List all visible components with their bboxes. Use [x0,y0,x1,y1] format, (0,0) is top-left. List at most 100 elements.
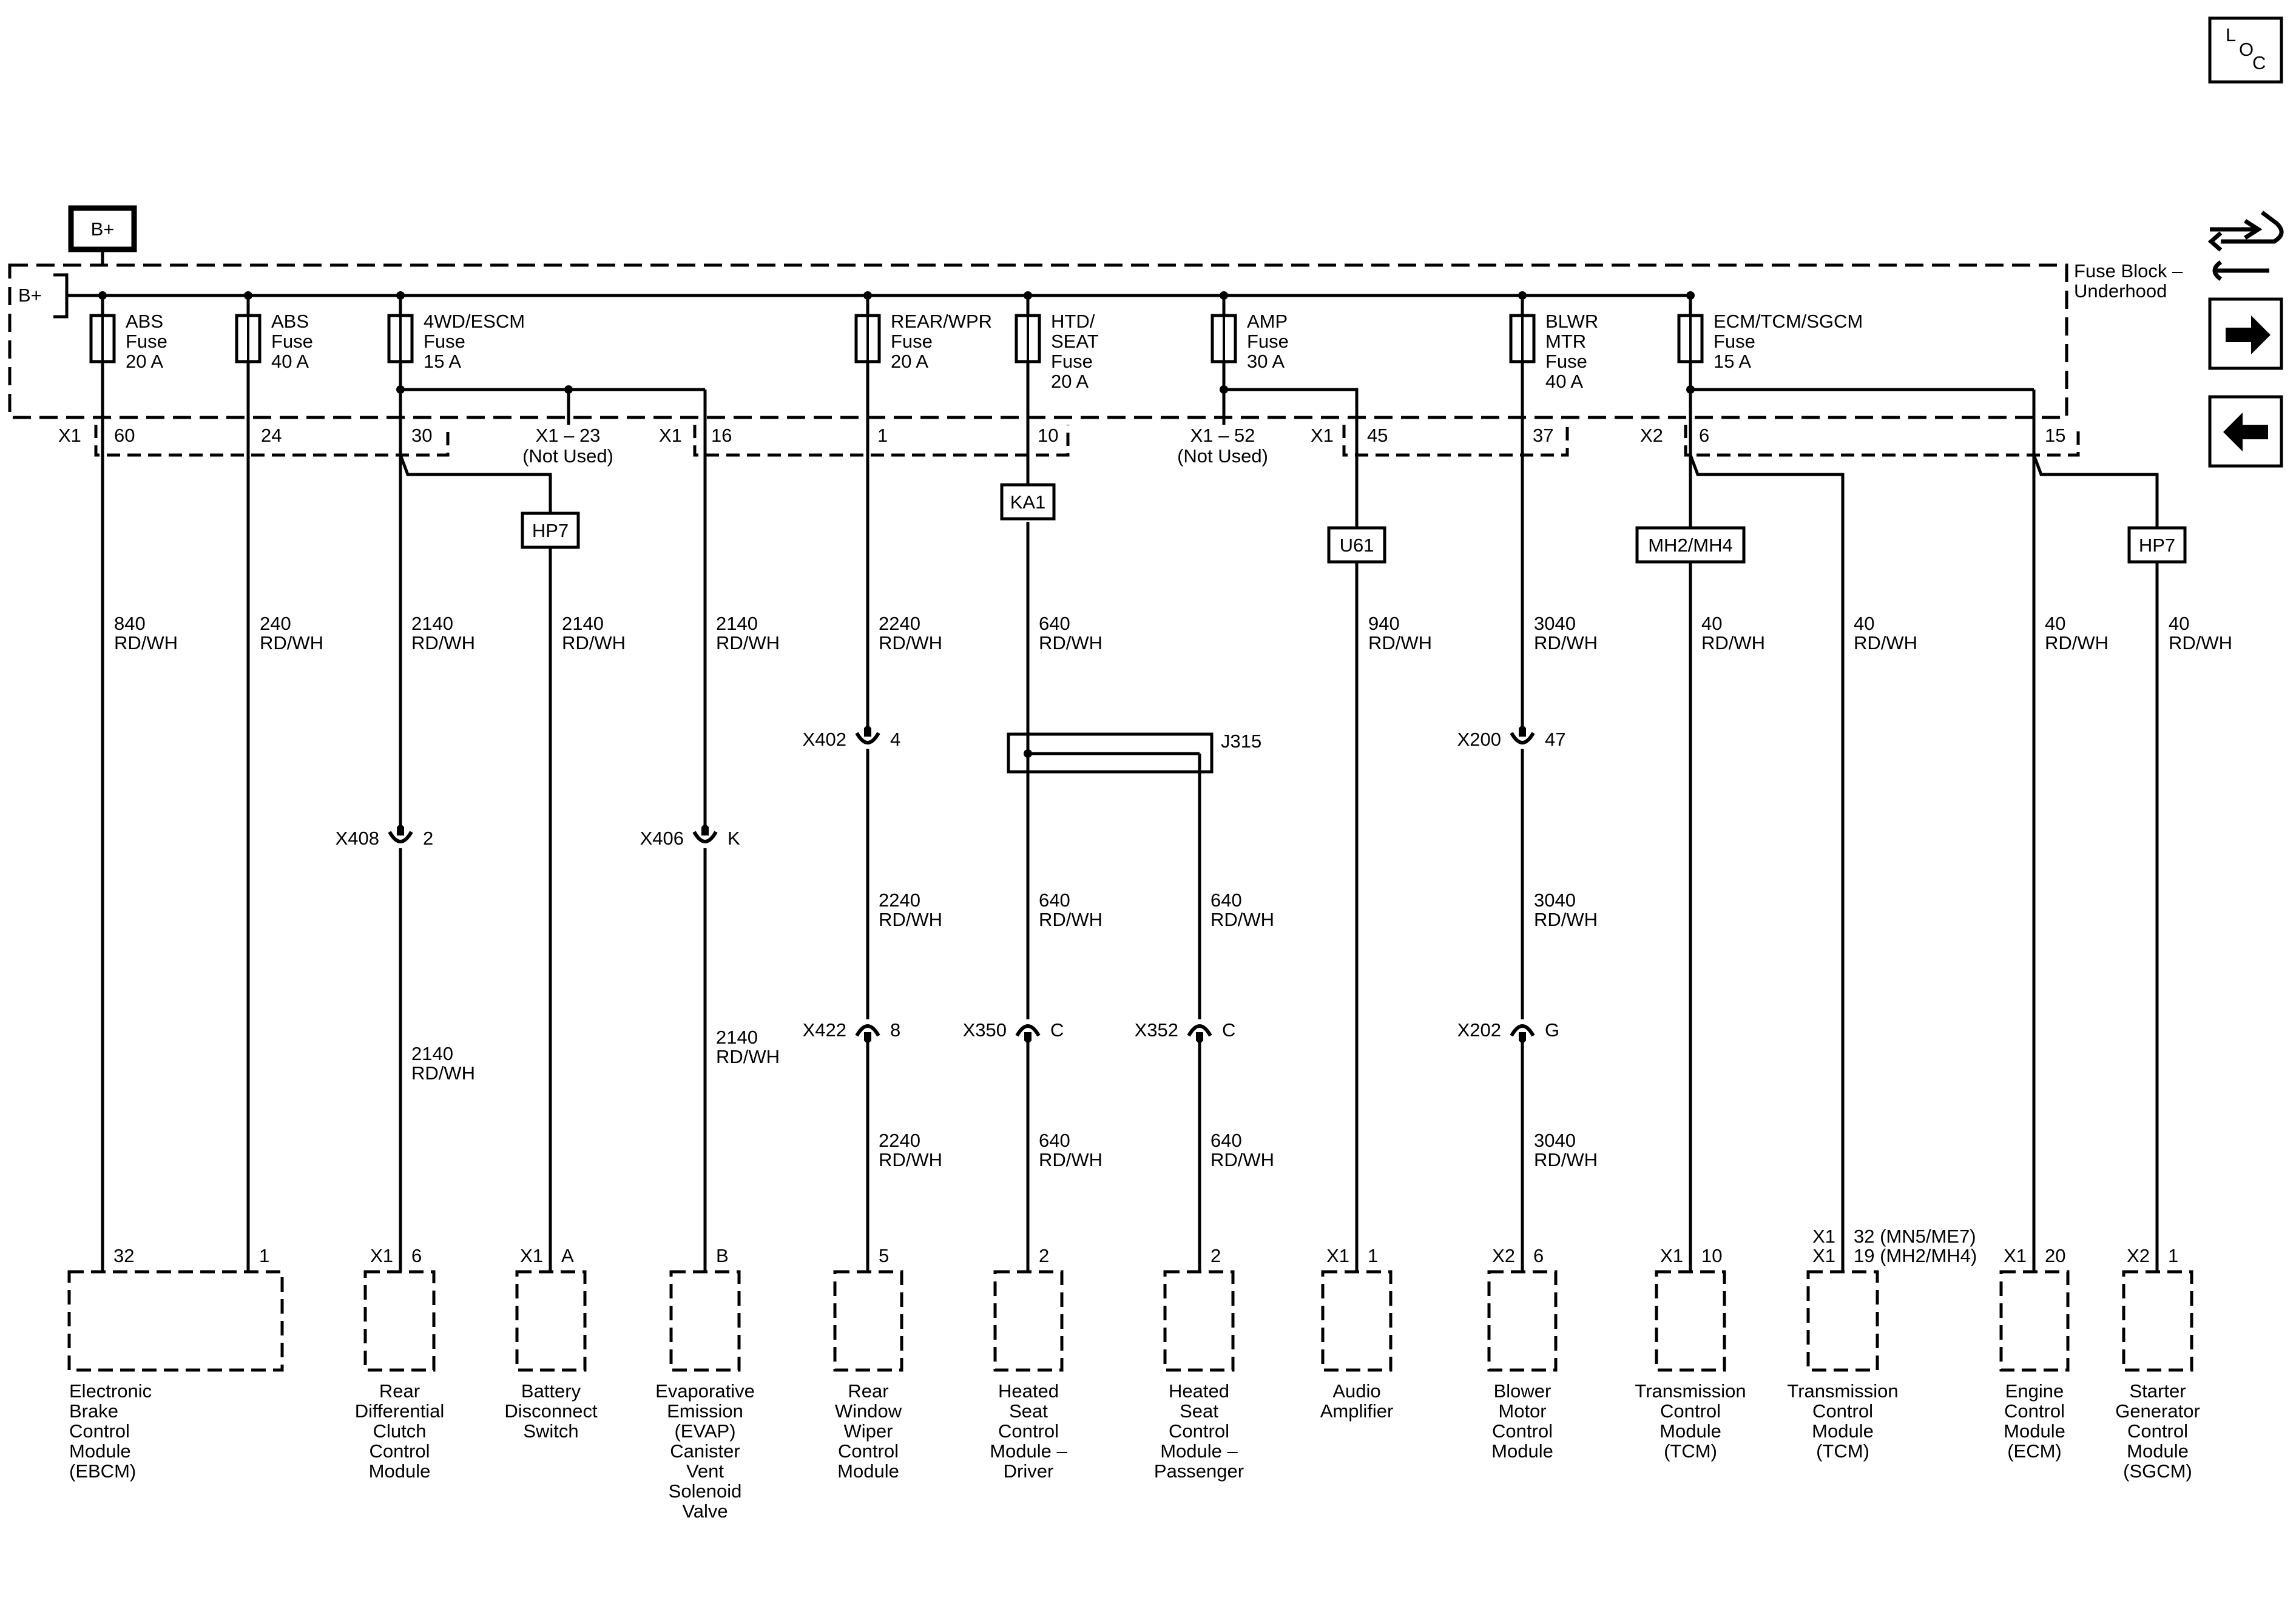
inline-connector-id: X422 [803,1019,846,1041]
component-name: Rear [379,1380,420,1402]
wire-circuit-number: 2240 [879,890,920,911]
wire-circuit-number: 2240 [879,613,920,634]
pin-number: 2 [1039,1245,1049,1266]
connector-pin-label: X1 – 23 [536,425,601,446]
connector-pin-label: 6 [1699,425,1709,446]
pin-number: 32 (MN5/ME7) [1854,1226,1976,1247]
component-name: Module [2127,1440,2189,1462]
pin-number: B [716,1245,729,1266]
option-box: KA1 [1000,483,1056,521]
pin-number: A [561,1245,574,1266]
fuse-label: Fuse [126,331,167,352]
bplus-supply: B+ [68,205,137,266]
fuse-label: 20 A [891,351,928,372]
wire-color: RD/WH [879,909,942,930]
next-page-button[interactable] [2208,297,2283,370]
component-name: Control [1660,1400,1721,1422]
fuse-label: 4WD/ESCM [424,311,525,332]
pin-connector: X1 [1660,1245,1683,1266]
inline-connector-id: X350 [963,1019,1007,1041]
wire-circuit-number: 640 [1210,1130,1242,1151]
wire-circuit-number: 2140 [411,1043,453,1064]
component-name: Control [69,1420,130,1442]
component-name: Module [837,1460,899,1482]
fuse-label: Fuse [1545,351,1587,372]
fuse-block-connectors [94,425,2080,457]
wire-color: RD/WH [411,1062,475,1084]
inline-connector-pin: 8 [890,1019,900,1041]
loc-button[interactable]: L O C [2208,16,2283,84]
fuse-label: 20 A [126,351,163,372]
connector-pin-label: 1 [877,425,888,446]
wire-circuit-number: 640 [1039,613,1070,634]
fuse-label: ABS [126,311,163,332]
fuse-label: 30 A [1247,351,1285,372]
component-name: Heated [998,1380,1059,1402]
connector-pin-label: (Not Used) [1177,445,1268,467]
wire-color: RD/WH [1534,632,1598,653]
fuse-label: SEAT [1051,331,1099,352]
splice-pack-j315: J315 [1007,731,1261,774]
wire-color: RD/WH [2045,632,2109,653]
fuse-label: ABS [271,311,309,332]
previous-page-button[interactable] [2208,395,2283,468]
fuse-label: ECM/TCM/SGCM [1714,311,1863,332]
pin-connector: X1 [520,1245,543,1266]
loc-o: O [2239,39,2254,60]
splice-label: J315 [1221,731,1261,752]
connector-pin-label: X1 [659,425,682,446]
inline-connector-id: X202 [1457,1019,1501,1041]
inline-connector-pin: C [1050,1019,1064,1041]
bplus-label: B+ [91,218,115,240]
component-name: Solenoid [669,1480,742,1502]
component-name: Module [1491,1440,1553,1462]
pin-connector: X1 [2004,1245,2027,1266]
fuse-label: REAR/WPR [891,311,992,332]
option-box: HP7 [521,511,580,549]
wire-circuit-number: 640 [1039,890,1070,911]
component-name: Canister [670,1440,740,1462]
pin-number: 1 [1368,1245,1378,1266]
wire-color: RD/WH [879,632,942,653]
wire-color: RD/WH [1368,632,1432,653]
fuse-label: MTR [1545,331,1586,352]
connector-view-icon[interactable] [2207,211,2284,281]
component-name: (EVAP) [674,1420,735,1442]
component-name: Seat [1009,1400,1048,1422]
arrow-right-icon [2226,316,2271,354]
fuse-label: Fuse [891,331,933,352]
component: EvaporativeEmission(EVAP)CanisterVentSol… [655,1270,755,1522]
fuse-label: 15 A [1714,351,1751,372]
bplus-inlet [53,273,103,319]
component-name: Audio [1332,1380,1380,1402]
wire-color: RD/WH [1039,1149,1102,1170]
wire-labels: 840RD/WH240RD/WH2140RD/WH2140RD/WH2140RD… [114,613,2232,1170]
inline-connector: X422 8 [803,1019,900,1044]
fuse-block-label: Fuse Block – [2074,260,2183,282]
fuse-label: Fuse [1247,331,1289,352]
pin-number: 19 (MH2/MH4) [1854,1245,1977,1266]
connector-pin-label: (Not Used) [522,445,613,467]
fuse-label: 40 A [1545,371,1583,392]
